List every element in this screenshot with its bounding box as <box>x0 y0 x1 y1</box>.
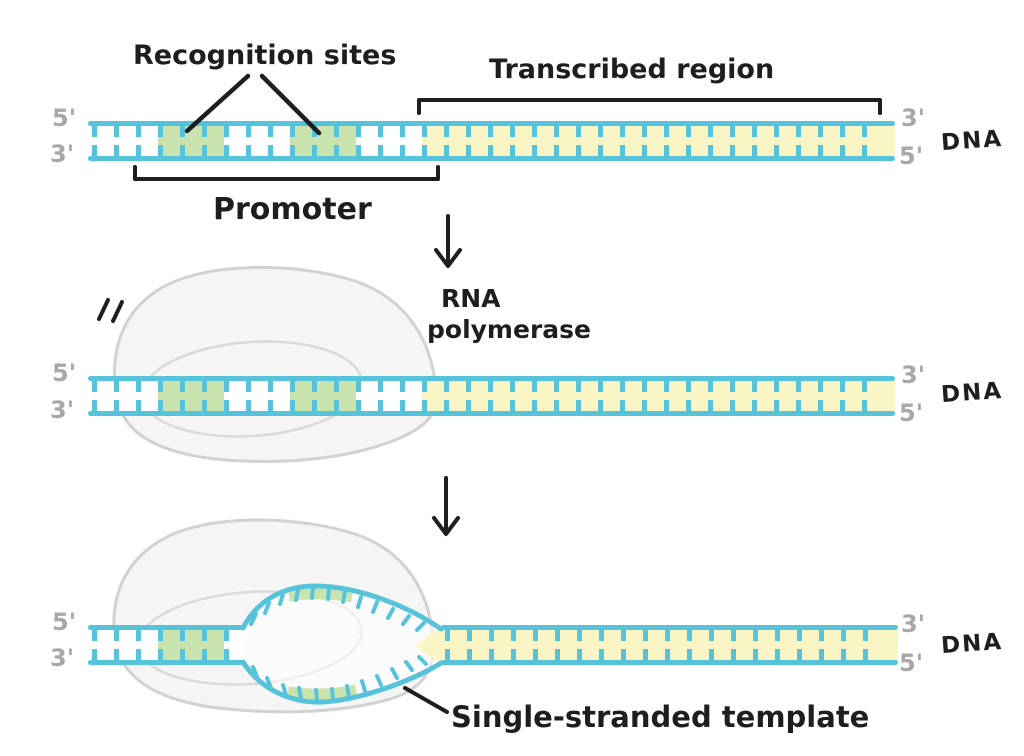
rna-polymerase-label-line1: RNA <box>441 284 501 313</box>
five-prime-label: 5' <box>52 359 77 387</box>
rejoined-yellow-wedge <box>416 628 441 663</box>
base-pair-ticks-top <box>88 126 895 137</box>
promoter-bracket <box>133 165 440 181</box>
dna-strand-top <box>441 625 898 630</box>
transcribed-region-bracket <box>417 98 882 115</box>
bubble-green-patch-top <box>288 588 354 603</box>
transcribed-region-label: Transcribed region <box>489 54 775 85</box>
three-prime-label: 3' <box>901 104 926 132</box>
dna-label-stage3: DNA <box>940 628 1004 660</box>
dna-strand-top <box>88 625 243 630</box>
bubble-green-patch-bottom <box>287 684 358 700</box>
motion-marks <box>97 298 124 323</box>
five-prime-label: 5' <box>899 649 924 677</box>
three-prime-label: 3' <box>901 610 926 638</box>
base-pair-ticks-bottom <box>88 145 895 156</box>
dna-band-stage3-right <box>441 625 898 665</box>
single-stranded-pointer-line <box>403 686 449 714</box>
five-prime-label: 5' <box>899 142 924 170</box>
bubble-interior <box>243 586 441 703</box>
rna-polymerase-label-line2: polymerase <box>427 314 591 344</box>
three-prime-label: 3' <box>50 644 75 672</box>
five-prime-label: 5' <box>899 399 924 427</box>
base-pair-ticks-top <box>88 381 895 392</box>
rna-polymerase-label: RNA polymerase <box>427 284 591 345</box>
promoter-label: Promoter <box>213 192 372 227</box>
single-stranded-template-label: Single-stranded template <box>451 700 870 734</box>
three-prime-label: 3' <box>50 140 75 168</box>
dna-band-stage2 <box>88 376 895 416</box>
single-strand-bottom-arc <box>240 659 444 705</box>
down-arrow-2 <box>432 476 460 536</box>
dna-strand-bottom <box>441 660 898 665</box>
bubble-ticks-top <box>249 586 426 632</box>
base-pair-ticks-bottom <box>441 649 898 660</box>
dna-label-stage2: DNA <box>940 377 1004 409</box>
rna-polymerase-blob-bottom <box>112 518 435 714</box>
rna-polymerase-body <box>112 518 435 714</box>
base-pair-ticks-top <box>441 630 898 641</box>
down-arrow-1 <box>434 214 462 268</box>
transcription-bubble <box>240 583 444 705</box>
base-pair-ticks-bottom <box>88 400 895 411</box>
three-prime-label: 3' <box>50 396 75 424</box>
dna-label-stage1: DNA <box>940 125 1004 157</box>
bubble-ticks-bottom <box>251 655 428 702</box>
dna-strand-bottom <box>88 411 895 416</box>
dna-strand-top <box>88 376 895 381</box>
recognition-sites-label: Recognition sites <box>133 40 397 71</box>
dna-strand-top <box>88 121 895 126</box>
five-prime-label: 5' <box>52 608 77 636</box>
single-strand-top-arc <box>240 583 444 632</box>
dna-strand-bottom <box>88 156 895 161</box>
three-prime-label: 3' <box>901 361 926 389</box>
rna-polymerase-blob-middle <box>112 265 438 463</box>
base-pair-ticks-top <box>88 630 243 641</box>
dna-band-stage3-left <box>88 625 243 665</box>
dna-strand-bottom <box>88 660 243 665</box>
five-prime-label: 5' <box>52 104 77 132</box>
base-pair-ticks-bottom <box>88 649 243 660</box>
dna-band-stage1 <box>88 121 895 161</box>
rna-polymerase-body <box>112 265 438 463</box>
